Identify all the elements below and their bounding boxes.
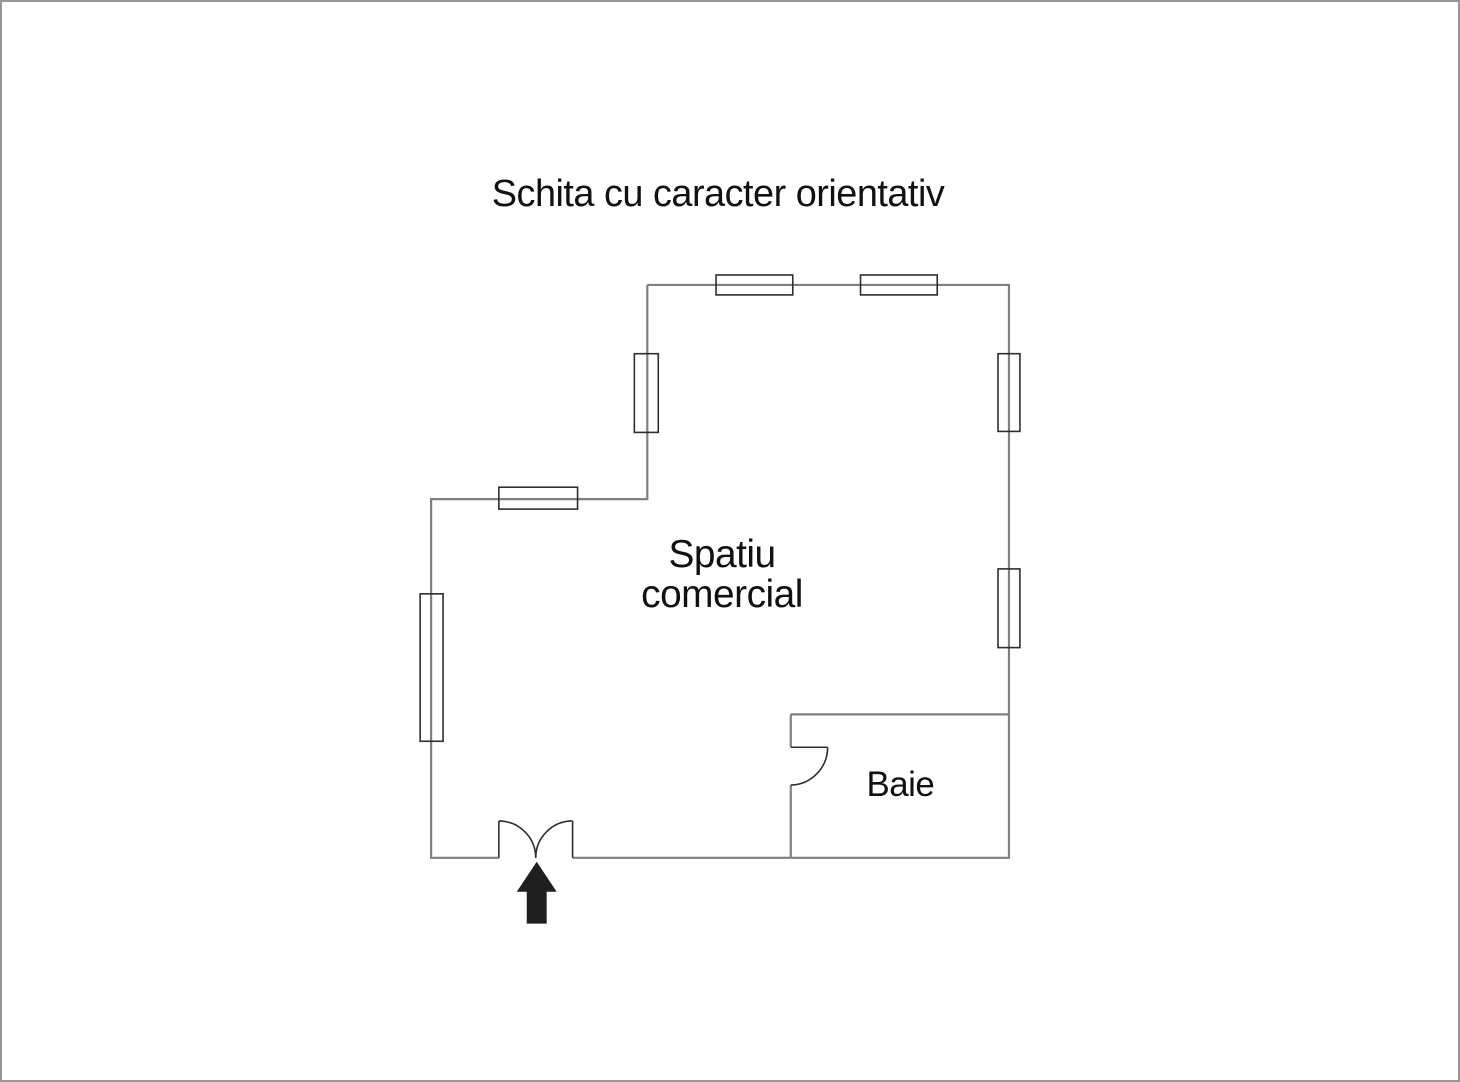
page-title: Schita cu caracter orientativ bbox=[492, 173, 945, 215]
room-labels: Spatiu comercial Baie bbox=[641, 533, 935, 804]
entrance-door-swing-right bbox=[534, 820, 573, 858]
room-label-baie: Baie bbox=[866, 765, 934, 804]
bathroom-door-swing bbox=[790, 747, 829, 786]
window-marker-right-upper bbox=[997, 352, 1021, 433]
window-marker-step-wall bbox=[498, 486, 579, 510]
wall-top-right-bottom bbox=[572, 283, 1011, 859]
entrance-arrow-icon bbox=[516, 861, 557, 924]
entrance-door-swing-left bbox=[498, 820, 537, 858]
window-marker-left bbox=[419, 593, 444, 743]
window-marker-upper-left bbox=[633, 352, 660, 434]
room-label-spatiu-line1: Spatiu bbox=[668, 533, 775, 576]
bathroom-door-marker bbox=[790, 746, 829, 786]
window-marker-top-2 bbox=[859, 274, 939, 296]
wall-bottom-left-step bbox=[430, 284, 649, 859]
window-marker-right-lower bbox=[997, 568, 1021, 649]
room-label-spatiu-line2: comercial bbox=[641, 573, 803, 616]
window-marker-top-1 bbox=[715, 274, 794, 296]
bathroom-walls bbox=[789, 713, 1009, 858]
entrance-door-marker bbox=[498, 820, 574, 858]
window-markers bbox=[419, 274, 1021, 743]
